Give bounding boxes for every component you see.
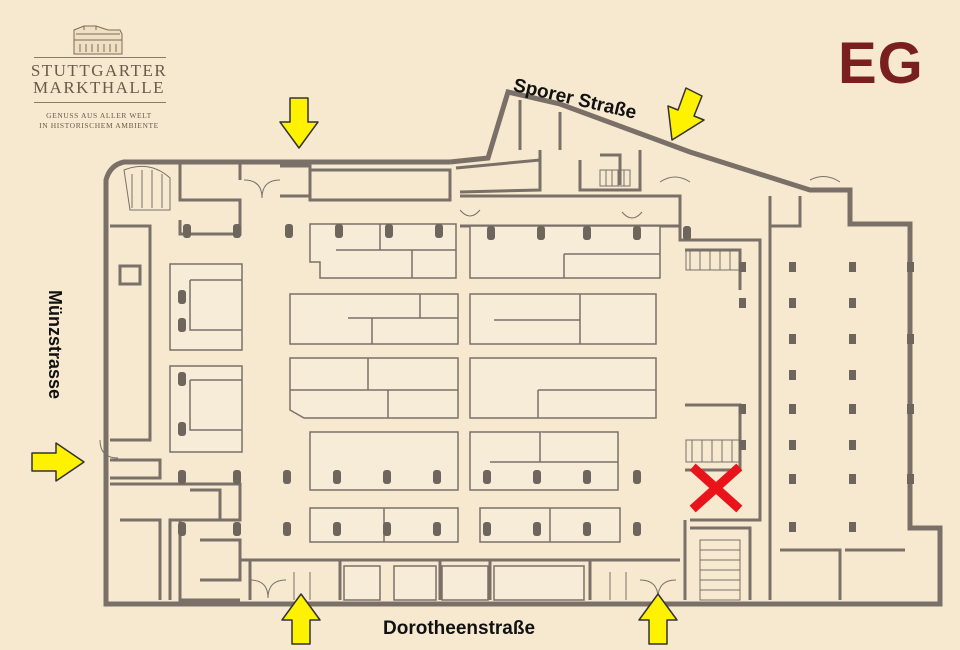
building-outline: [103, 89, 943, 607]
logo-name-line2: MARKTHALLE: [32, 78, 166, 97]
logo-building-icon: [73, 25, 123, 55]
logo-rule-top: [34, 57, 166, 58]
location-marker-x-icon: [689, 463, 743, 513]
street-label-west: Münzstrasse: [45, 290, 65, 400]
logo-tagline: GENUSS AUS ALLER WELT IN HISTORISCHEM AM…: [24, 111, 174, 131]
pillars: [178, 224, 914, 536]
entrance-arrows: [31, 87, 705, 645]
logo-rule-bottom: [34, 102, 166, 103]
staircases: [123, 165, 741, 601]
inner-walls: [110, 100, 905, 602]
street-label-south: Dorotheenstraße: [383, 618, 536, 639]
logo-tagline-line1: GENUSS AUS ALLER WELT: [46, 111, 152, 120]
logo-name-line1: STUTTGARTER: [30, 61, 168, 80]
entrance-arrow-left-icon: [31, 442, 85, 482]
entrance-arrow-top-left-icon: [279, 97, 319, 149]
logo-tagline-line2: IN HISTORISCHEM AMBIENTE: [39, 121, 159, 130]
market-stalls: [169, 223, 661, 601]
entrance-arrow-top-right-icon: [667, 87, 705, 141]
entrance-arrow-bottom-right-icon: [638, 593, 678, 645]
logo-title: STUTTGARTER MARKTHALLE: [24, 62, 174, 96]
floor-label: EG: [838, 31, 924, 96]
entrance-arrow-bottom-left-icon: [281, 593, 321, 645]
